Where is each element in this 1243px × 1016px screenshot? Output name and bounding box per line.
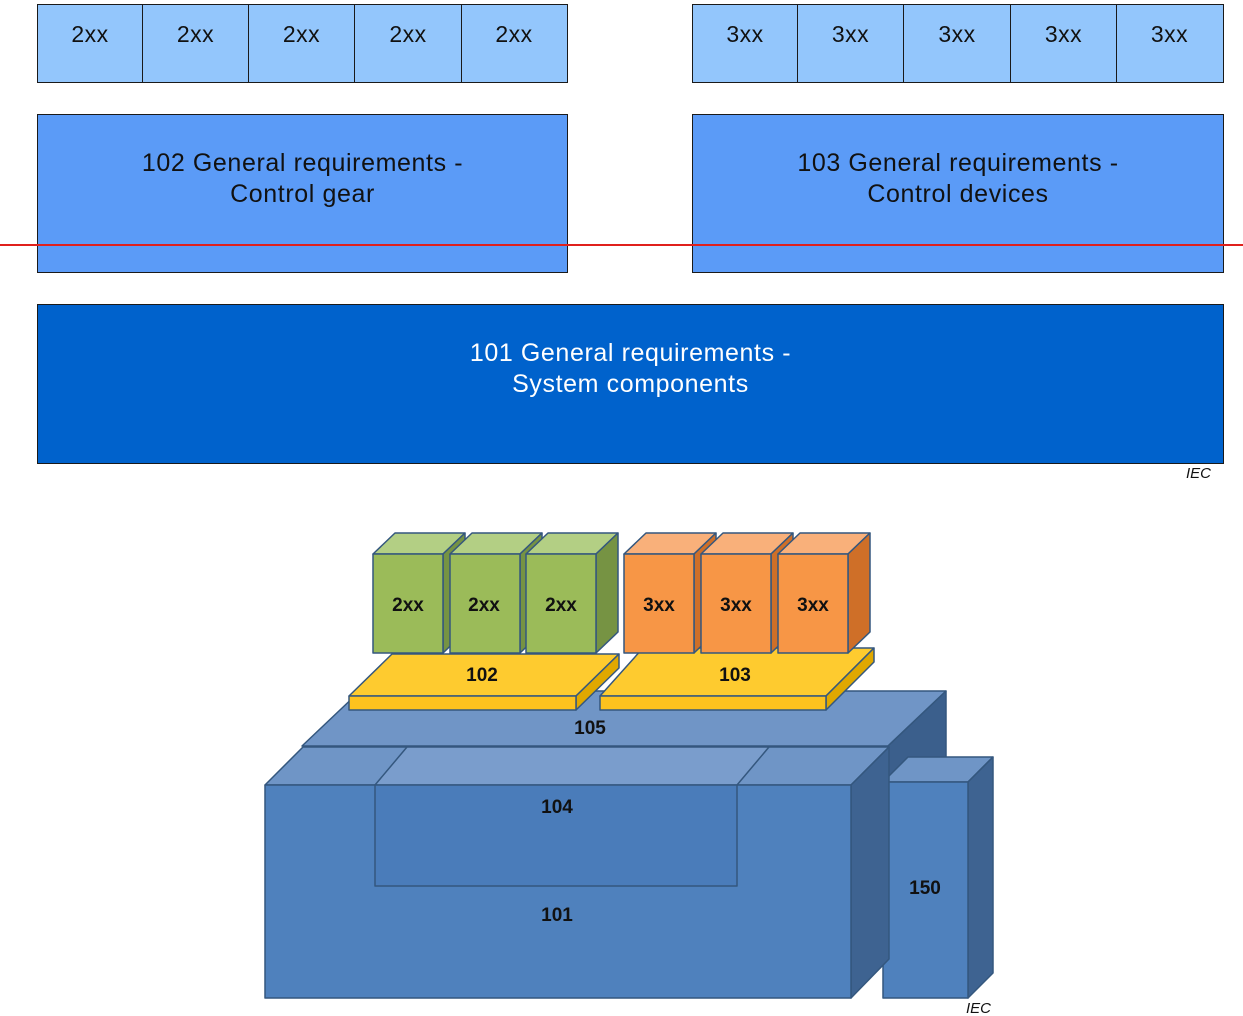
cell-2xx: 2xx: [38, 5, 143, 82]
base-101-side: [850, 746, 890, 999]
cell-2xx: 2xx: [143, 5, 249, 82]
iec-label-top: IEC: [1186, 465, 1212, 482]
box-103-line1: 103 General requirements -: [797, 148, 1119, 177]
iec-label-bottom: IEC: [966, 1000, 991, 1016]
red-divider-line: [0, 244, 1243, 246]
box-101-line1: 101 General requirements -: [469, 339, 792, 367]
orange-block-1-label: 3xx: [643, 595, 675, 616]
cell-3xx: 3xx: [693, 5, 798, 82]
orange-block-2-front: [700, 553, 772, 654]
green-block-1-label: 2xx: [392, 595, 424, 616]
inner-104-label: 104: [541, 797, 573, 818]
orange-block-3-label: 3xx: [797, 595, 829, 616]
green-block-1-front: [372, 553, 444, 654]
plate-103-front: [599, 695, 827, 711]
box-101-system-components: 101 General requirements - System compon…: [37, 304, 1224, 464]
green-block-3-label: 2xx: [545, 595, 577, 616]
box-102-line1: 102 General requirements -: [141, 148, 464, 177]
green-block-2-label: 2xx: [468, 595, 500, 616]
green-block-2-front: [449, 553, 521, 654]
green-block-3-side: [595, 532, 619, 654]
row-2xx: 2xx 2xx 2xx 2xx 2xx: [37, 4, 568, 83]
plate-102-front: [348, 695, 577, 711]
cell-2xx: 2xx: [249, 5, 355, 82]
cell-3xx: 3xx: [798, 5, 904, 82]
inner-104-front: [374, 784, 738, 887]
cell-2xx: 2xx: [495, 21, 533, 47]
cell-2xx: 2xx: [355, 5, 462, 82]
layer-105-label: 105: [574, 718, 606, 739]
base-101-label: 101: [541, 905, 573, 926]
orange-block-3-side: [847, 532, 871, 654]
box-102-control-gear: 102 General requirements - Control gear: [37, 114, 568, 273]
inner-104-top: [374, 746, 770, 786]
cell-3xx: 3xx: [1150, 21, 1189, 47]
cell-3xx: 3xx: [904, 5, 1011, 82]
plate-103-label: 103: [719, 665, 751, 686]
block-150-label: 150: [909, 878, 941, 899]
box-103-control-devices: 103 General requirements - Control devic…: [692, 114, 1224, 273]
block-150-side: [967, 756, 994, 999]
orange-block-2-label: 3xx: [720, 595, 752, 616]
box-103-line2: Control devices: [867, 179, 1049, 208]
plate-102-label: 102: [466, 665, 498, 686]
box-102-line2: Control gear: [230, 179, 375, 208]
green-block-3-front: [525, 553, 597, 654]
row-3xx: 3xx 3xx 3xx 3xx 3xx: [692, 4, 1224, 83]
cell-3xx: 3xx: [1011, 5, 1117, 82]
orange-block-1-front: [623, 553, 695, 654]
orange-block-3-front: [777, 553, 849, 654]
box-101-line2: System components: [512, 370, 749, 398]
